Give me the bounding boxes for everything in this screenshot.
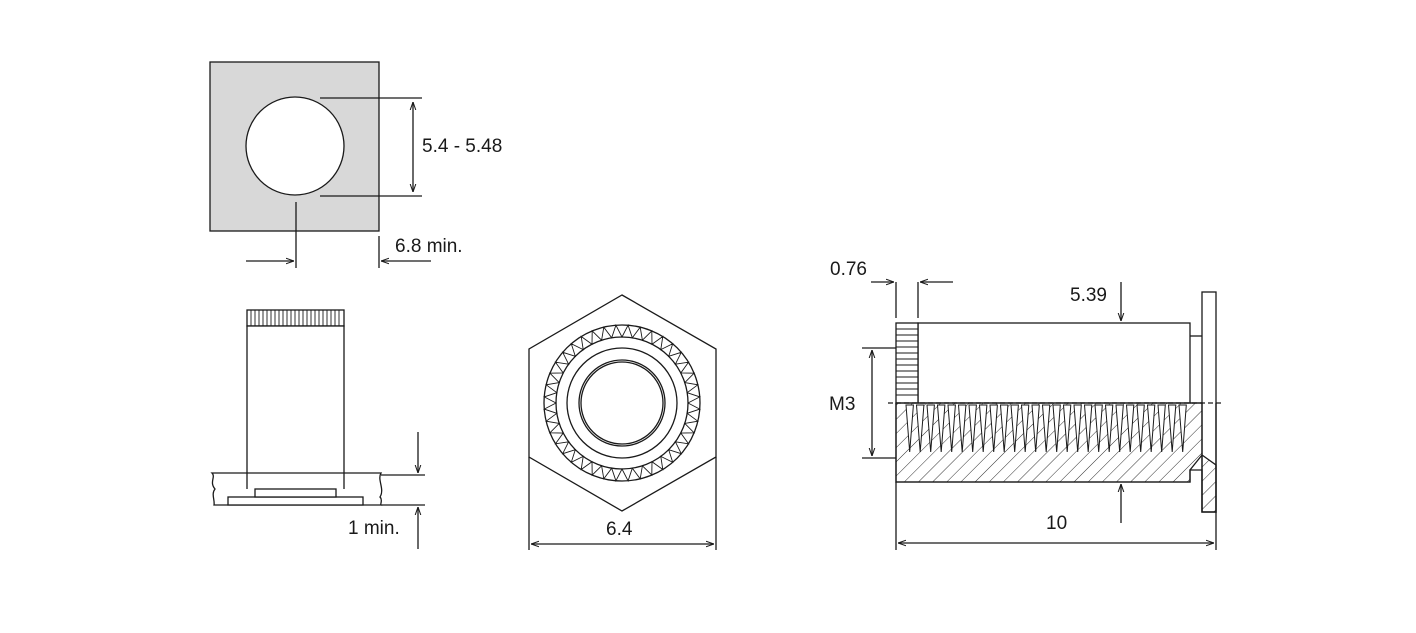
head-knurl-lines xyxy=(250,310,340,326)
thread-tooth xyxy=(1031,404,1040,453)
thread-tooth xyxy=(1041,404,1051,453)
hex-width-label: 6.4 xyxy=(606,519,633,540)
thread-tooth xyxy=(1062,404,1072,453)
counterbore-circle xyxy=(578,359,666,447)
fastener-body xyxy=(246,325,345,490)
thread-tooth xyxy=(989,404,998,453)
knurl-lines xyxy=(896,328,918,396)
mounting-hole-view xyxy=(209,61,431,268)
shank-end xyxy=(254,488,337,498)
thread-hole-circle xyxy=(580,361,664,445)
thread-tooth xyxy=(978,404,988,453)
thread-teeth xyxy=(905,404,1187,453)
thread-tooth xyxy=(1094,404,1103,453)
shank-diameter-label: 5.39 xyxy=(1070,285,1107,306)
hex-end-view xyxy=(528,294,717,550)
hole-diameter-label: 5.4 - 5.48 xyxy=(422,136,502,157)
thread-tooth xyxy=(947,404,956,453)
thread-tooth xyxy=(926,404,935,453)
thread-tooth xyxy=(1010,404,1019,453)
thread-tooth xyxy=(1052,404,1061,453)
thread-tooth xyxy=(1167,404,1177,453)
thread-tooth xyxy=(999,404,1009,453)
serration-outer-circle xyxy=(543,324,701,482)
serration-tooth-path xyxy=(543,324,701,482)
serration-teeth xyxy=(543,324,701,482)
thread-tooth xyxy=(968,404,977,453)
thread-tooth xyxy=(1073,404,1082,453)
thread-tooth xyxy=(905,404,914,453)
thread-tooth xyxy=(1125,404,1135,453)
shank-upper xyxy=(917,322,1191,404)
thread-tooth xyxy=(915,404,925,453)
thread-tooth xyxy=(1083,404,1093,453)
thread-tooth xyxy=(1136,404,1145,453)
sheet-thickness-label: 1 min. xyxy=(348,518,400,539)
thread-tooth xyxy=(1115,404,1124,453)
installed-side-view xyxy=(210,309,425,549)
knurled-head xyxy=(246,309,345,327)
section-view xyxy=(862,282,1222,550)
thread-tooth xyxy=(957,404,967,453)
thread-tooth xyxy=(936,404,946,453)
length-label: 10 xyxy=(1046,513,1067,534)
thread-tooth xyxy=(1178,404,1187,453)
thread-tooth xyxy=(1020,404,1030,453)
hex-outline xyxy=(528,294,717,512)
edge-distance-label: 6.8 min. xyxy=(395,236,463,257)
shoulder-circle xyxy=(566,347,678,459)
sheet-bottom-plate xyxy=(227,496,364,506)
thread-size-label: M3 xyxy=(829,394,855,415)
thread-tooth xyxy=(1157,404,1166,453)
thread-tooth xyxy=(1146,404,1156,453)
mounting-hole xyxy=(245,96,345,196)
step-label: 0.76 xyxy=(830,259,867,280)
thread-tooth xyxy=(1104,404,1114,453)
